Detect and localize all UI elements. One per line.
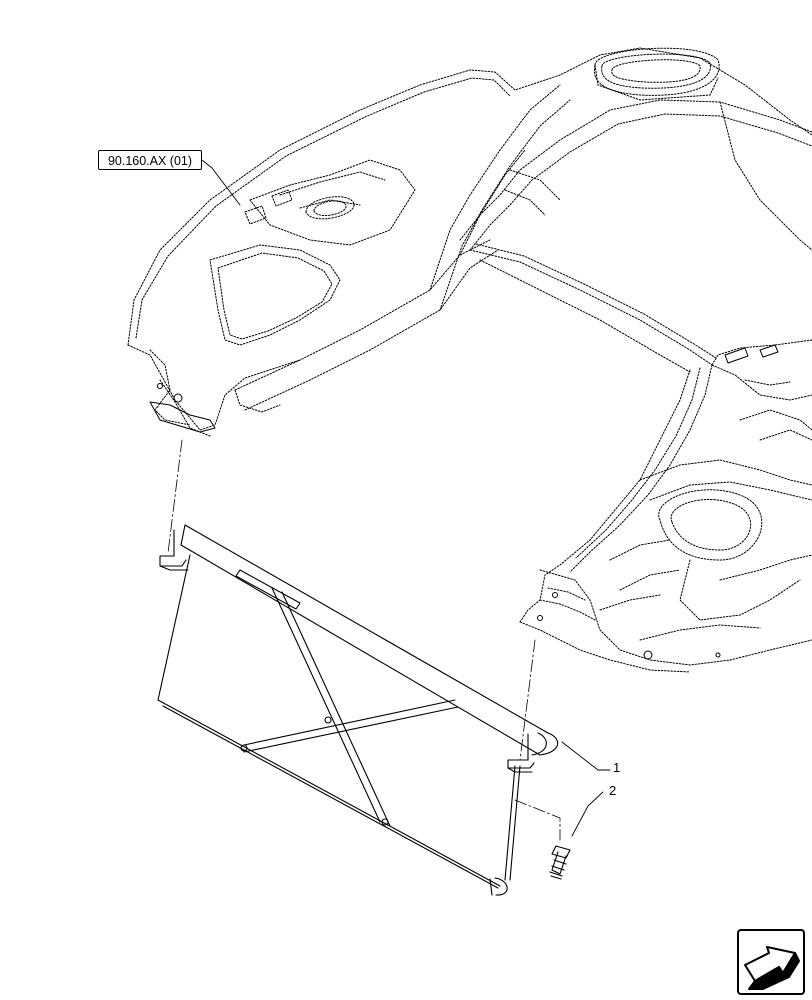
cab-roof-assembly [127,47,812,673]
leader-lines [201,159,611,837]
screw-fastener [549,845,571,880]
assembly-centerlines [167,439,561,841]
roof-mount-details [149,344,779,660]
callout-item-1: 1 [613,760,621,775]
sun-visor-assembly [157,524,559,896]
next-page-arrow-icon[interactable] [737,929,805,995]
callout-item-2: 2 [609,783,617,798]
reference-label[interactable]: 90.160.AX (01) [98,150,202,170]
